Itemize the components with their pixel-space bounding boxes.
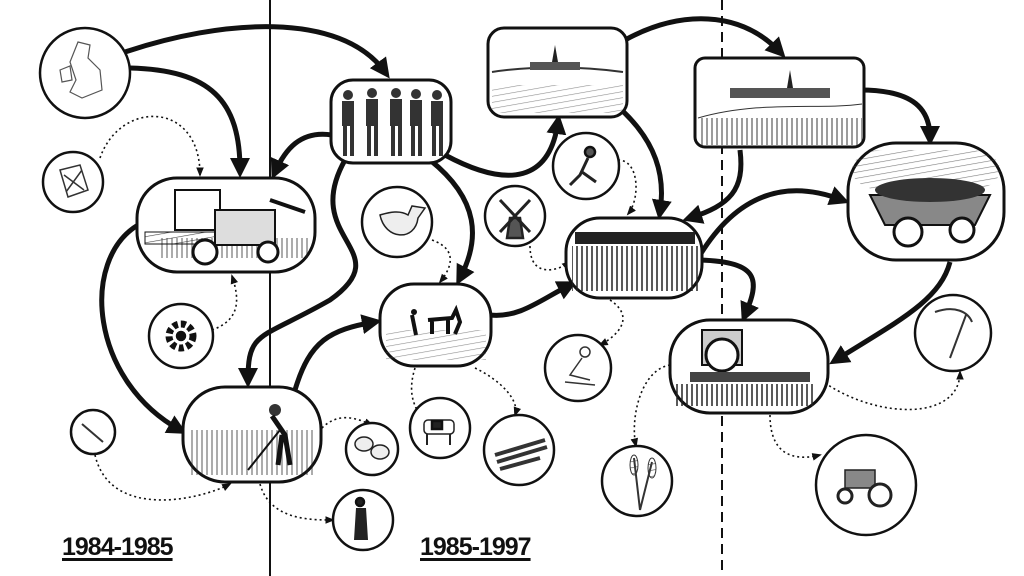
gear-icon[interactable] bbox=[147, 302, 215, 370]
arrow-soldiers-to-farmer bbox=[238, 158, 359, 388]
scene-mine-cart[interactable] bbox=[846, 141, 1006, 262]
arrow-farmer-to-plowing bbox=[292, 314, 382, 391]
arrow-soldiers-to-harvester bbox=[270, 131, 333, 180]
arrow-map-to-soldiers bbox=[124, 24, 390, 79]
arrow-harvester-to-farmer bbox=[99, 222, 187, 434]
fuel-can-icon[interactable] bbox=[41, 150, 105, 214]
scene-farmer-hoeing[interactable] bbox=[181, 385, 323, 484]
scene-crop-field[interactable] bbox=[564, 216, 704, 300]
scene-horse-plowing[interactable] bbox=[378, 282, 493, 368]
period-label-1984-1985: 1984-1985 bbox=[62, 533, 174, 561]
scene-village-fields[interactable] bbox=[693, 56, 866, 149]
scene-marching-soldiers[interactable] bbox=[329, 78, 453, 165]
scythe-small-icon[interactable] bbox=[69, 408, 117, 456]
scene-village-landscape[interactable] bbox=[486, 26, 629, 119]
potatoes-icon[interactable] bbox=[344, 421, 400, 477]
windmill-icon[interactable] bbox=[483, 184, 547, 248]
arrow-soldiers-to-village bbox=[443, 114, 567, 178]
uk-map-icon[interactable] bbox=[38, 26, 132, 120]
arrow-village2-to-cart bbox=[859, 87, 940, 146]
scene-tractor-seeder[interactable] bbox=[668, 318, 830, 415]
woman-walking-icon[interactable] bbox=[331, 488, 395, 552]
scene-combine-harvester[interactable] bbox=[135, 176, 317, 274]
cow-icon[interactable] bbox=[408, 396, 472, 460]
arrow-field-to-cart bbox=[697, 186, 850, 257]
tractor-icon[interactable] bbox=[814, 433, 918, 537]
logs-icon[interactable] bbox=[482, 413, 556, 487]
arrow-village-to-village2 bbox=[623, 16, 786, 58]
arrow-cart-to-tractor bbox=[829, 261, 953, 365]
sower-icon[interactable] bbox=[551, 131, 621, 201]
arrow-village-to-field bbox=[608, 98, 672, 220]
arrow-soldiers-to-plowing bbox=[428, 158, 475, 286]
arrow-village2-to-field bbox=[682, 149, 744, 224]
hen-icon[interactable] bbox=[360, 185, 434, 259]
period-label-1985-1997: 1985-1997 bbox=[420, 533, 532, 561]
arrow-field-to-tractor bbox=[699, 257, 759, 323]
wheat-icon[interactable] bbox=[600, 444, 674, 518]
woman-harvesting-icon[interactable] bbox=[543, 333, 613, 403]
arrow-plowing-to-field bbox=[489, 281, 578, 318]
scythe-icon[interactable] bbox=[913, 293, 993, 373]
main-arrows bbox=[99, 16, 953, 434]
arrow-map-to-harvester bbox=[129, 65, 250, 178]
